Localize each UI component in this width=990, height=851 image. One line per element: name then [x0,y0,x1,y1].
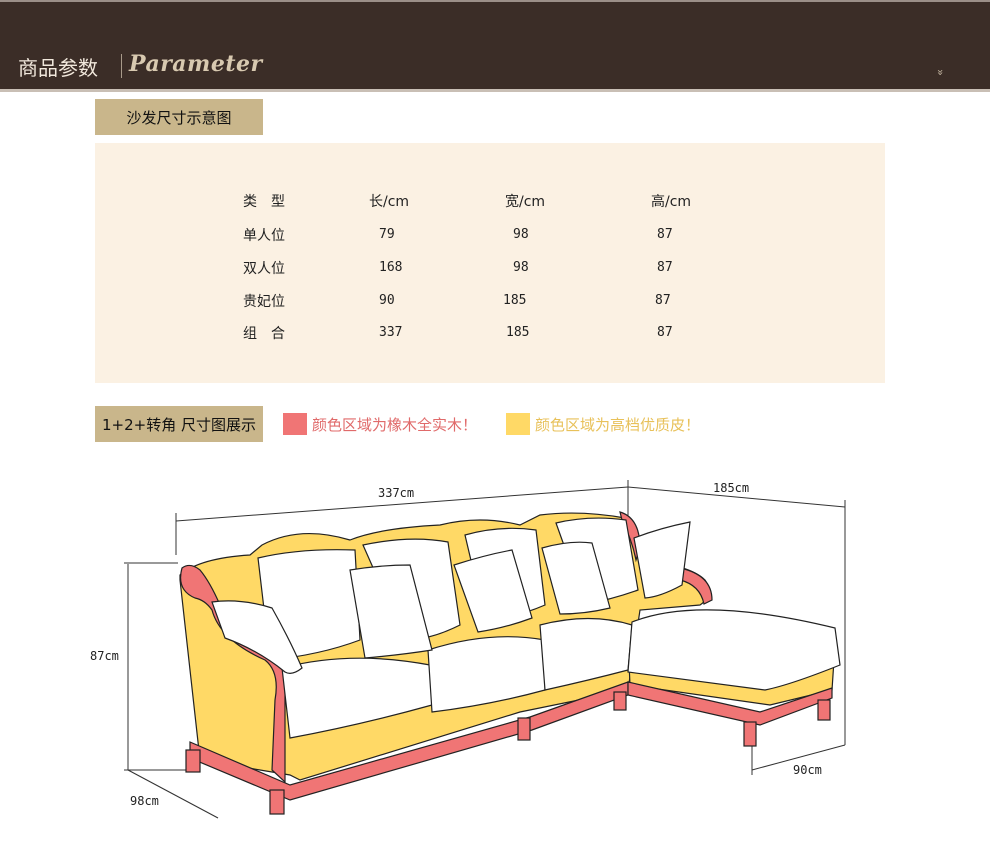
table-cell-type: 贵妃位 [243,294,285,310]
dim-height-label: 87cm [90,649,119,663]
table-cell-type: 单人位 [243,228,285,244]
table-header-type: 类 型 [243,194,285,210]
front-pillow [349,564,433,659]
dim-depth-label: 98cm [130,794,159,808]
table-cell-height: 87 [657,260,673,275]
table-cell-length: 337 [379,325,403,340]
left-arm-wood-frame [179,564,287,784]
back-pillow [257,549,361,661]
front-pillow [633,521,691,599]
sofa-leg [743,721,757,747]
table-cell-type: 双人位 [243,261,285,277]
back-pillow [555,517,639,605]
table-header-height: 高/cm [651,194,692,210]
table-header-width: 宽/cm [505,194,546,210]
table-cell-height: 87 [657,227,673,242]
sofa-leg [269,789,285,815]
chevron-down-icon[interactable]: » [933,69,947,76]
dim-chaise-width-label: 90cm [793,763,822,777]
back-pillow [464,527,546,621]
table-cell-type: 组 合 [243,326,285,342]
front-rail-wood [189,681,629,801]
table-cell-height: 87 [655,293,671,308]
chaise-base-leather [627,639,836,706]
chaise-cushion [627,609,841,691]
dimension-lines [124,480,846,819]
seat-cushion [539,617,633,691]
sofa-leg [517,717,531,741]
arm-pillow [211,600,303,674]
page-header: 商品参数 Parameter » [0,0,990,92]
sofa-back-leather [179,512,710,781]
header-rule [0,89,990,92]
front-pillow [453,549,533,633]
table-cell-length: 168 [379,260,403,275]
chaise-arm-wood-frame [679,567,713,605]
front-pillow [541,541,611,615]
table-header-length: 长/cm [369,194,410,210]
chaise-rail-wood [627,681,833,726]
section-label-combo-diagram: 1+2+转角 尺寸图展示 [95,406,263,442]
back-pillow [362,538,461,641]
table-cell-width: 98 [513,260,529,275]
dim-length-label: 337cm [378,486,414,500]
legend-text-leather: 颜色区域为高档优质皮！ [535,416,701,434]
table-cell-length: 79 [379,227,395,242]
table-cell-length: 90 [379,293,395,308]
dim-chaise-depth-label: 185cm [713,481,749,495]
sofa-leg [613,691,627,711]
table-cell-height: 87 [657,325,673,340]
table-cell-width: 185 [503,293,527,308]
header-title-cn: 商品参数 [18,56,98,80]
legend-swatch-leather [506,413,530,435]
section-label-size-diagram: 沙发尺寸示意图 [95,99,263,135]
header-divider [121,54,122,78]
legend-swatch-wood [283,413,307,435]
right-arm-wood-frame [619,511,641,563]
seat-cushion [281,657,433,739]
legend-text-wood: 颜色区域为橡木全实木！ [312,416,478,434]
table-cell-width: 185 [506,325,530,340]
table-cell-width: 98 [513,227,529,242]
header-title-en: Parameter [129,51,263,77]
seat-cushion [427,636,546,713]
size-table-panel: 类 型 长/cm 宽/cm 高/cm 单人位 79 98 87 双人位 168 … [95,143,885,383]
sofa-leg [185,749,201,773]
sofa-leg [817,699,831,721]
